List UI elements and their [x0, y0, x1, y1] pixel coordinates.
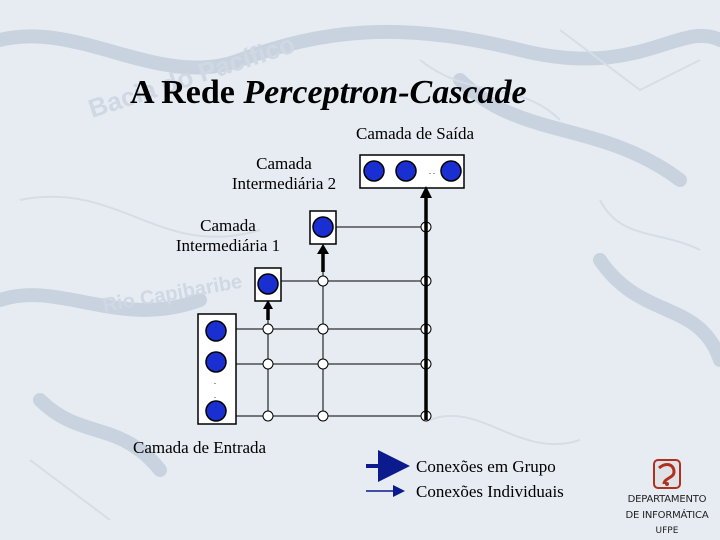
output-neuron-2 [395, 160, 417, 182]
node-in3-h2 [317, 410, 329, 422]
logo-line1: DEPARTAMENTO [627, 494, 707, 505]
group-arrowhead-h2 [317, 244, 329, 254]
title-emphasis: Perceptron-Cascade [243, 74, 527, 111]
logo-line2: DE INFORMÁTICA [625, 510, 709, 521]
hidden1-label-line2: Intermediária 1 [175, 236, 281, 256]
hidden1-label-line1: Camada [200, 216, 256, 235]
input-neuron-2 [205, 351, 227, 373]
department-logo: DEPARTAMENTO DE INFORMÁTICA UFPE [614, 454, 720, 540]
hidden2-label-line1: Camada [256, 154, 312, 173]
input-layer-label: Camada de Entrada [133, 438, 267, 457]
input-ellipsis-1: . [214, 377, 216, 386]
input-ellipsis-2: . [214, 391, 216, 400]
legend-individual-label: Conexões Individuais [416, 482, 564, 501]
output-ellipsis: . . [429, 167, 435, 176]
hidden2-neuron [312, 216, 334, 238]
output-neuron-1 [363, 160, 385, 182]
node-in2-h1 [262, 358, 274, 370]
node-in3-h1 [262, 410, 274, 422]
node-in1-h1 [262, 323, 274, 335]
title-prefix: A Rede [130, 74, 244, 111]
input-neuron-3 [205, 400, 227, 422]
page-title: A Rede Perceptron-Cascade [130, 74, 527, 111]
logo-mark-icon [653, 459, 681, 489]
hidden1-label: Camada Intermediária 1 [158, 216, 298, 256]
output-layer-label: Camada de Saída [356, 124, 475, 143]
logo-line3: UFPE [655, 526, 679, 536]
node-h1-h2 [317, 275, 329, 287]
node-in1-h2 [317, 323, 329, 335]
hidden1-neuron [257, 273, 279, 295]
hidden2-label-line2: Intermediária 2 [231, 174, 337, 194]
node-in2-h2 [317, 358, 329, 370]
input-neuron-1 [205, 320, 227, 342]
group-arrowhead-output [420, 186, 432, 198]
hidden2-label: Camada Intermediária 2 [214, 154, 354, 194]
output-neuron-3 [440, 160, 462, 182]
legend-group-label: Conexões em Grupo [416, 457, 556, 476]
group-arrowhead-h1 [263, 300, 273, 309]
